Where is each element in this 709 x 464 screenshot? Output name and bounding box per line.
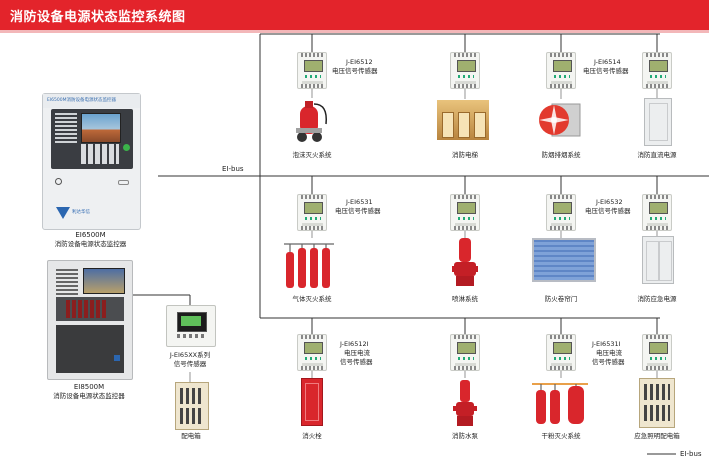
distribution-box-label: 配电箱 bbox=[181, 432, 201, 440]
dc-power-cabinet-icon bbox=[644, 98, 672, 146]
lock-icon bbox=[55, 178, 62, 185]
equipment-label: 消防直流电源 bbox=[637, 151, 677, 159]
sensor-type-label: 信号传感器 bbox=[592, 358, 625, 366]
equipment-label: 消防应急电源 bbox=[637, 295, 677, 303]
sensor-model-label: J-EI6531I bbox=[592, 340, 621, 348]
gas-cylinders-icon bbox=[284, 243, 334, 288]
brand-name: 利达华信 bbox=[72, 210, 90, 215]
sensor-model-label: J-EI6514 bbox=[594, 58, 621, 66]
breaker-row-bottom bbox=[180, 408, 204, 424]
sensor-module bbox=[546, 52, 576, 89]
equipment-label: 消火栓 bbox=[302, 432, 322, 440]
sensor-module bbox=[450, 334, 480, 371]
sprinkler-pump-icon bbox=[452, 238, 478, 286]
equipment-label: 干粉灭火系统 bbox=[541, 432, 581, 440]
equipment-label: 消防水泵 bbox=[452, 432, 478, 440]
sensor-type-label: 信号传感器 bbox=[340, 358, 373, 366]
j-ei65xx-model: J-EI65XX系列 bbox=[169, 351, 211, 359]
ei8500m-monitor bbox=[47, 260, 133, 380]
power-indicator bbox=[123, 144, 130, 151]
ei6500m-monitor: EI6500M消防设备电源状态监控器 利达华信 bbox=[42, 93, 141, 230]
sensor-buttons bbox=[177, 334, 205, 338]
emergency-power-cabinet-icon bbox=[642, 236, 674, 284]
sensor-screen-display bbox=[181, 316, 201, 326]
title-underline bbox=[0, 30, 709, 33]
emergency-lighting-box-icon bbox=[639, 378, 675, 428]
sensor-module bbox=[450, 194, 480, 231]
equipment-label: 泡沫灭火系统 bbox=[292, 151, 332, 159]
sensor-module bbox=[297, 52, 327, 89]
key-slot bbox=[118, 180, 129, 185]
sensor-type-label: 电压电流 bbox=[344, 349, 370, 357]
page-title: 消防设备电源状态监控系统图 bbox=[10, 10, 186, 25]
sensor-module bbox=[546, 334, 576, 371]
sensor-module bbox=[642, 194, 672, 231]
equipment-label: 消防电梯 bbox=[452, 151, 478, 159]
breaker-row-top bbox=[180, 388, 204, 404]
monitor-lcd-screen bbox=[81, 113, 121, 143]
equipment-label: 气体灭火系统 bbox=[292, 295, 332, 303]
elevator-icon bbox=[437, 100, 489, 140]
sensor-type-label: 电压信号传感器 bbox=[332, 67, 378, 75]
sensor-model-label: J-EI6532 bbox=[596, 198, 623, 206]
equipment-label: 喷淋系统 bbox=[452, 295, 478, 303]
sensor-module bbox=[546, 194, 576, 231]
sensor-type-label: 电压信号传感器 bbox=[583, 67, 629, 75]
sensor-module bbox=[297, 334, 327, 371]
legend-label: EI-bus bbox=[680, 450, 702, 458]
bus-label: EI-bus bbox=[222, 165, 244, 173]
sensor-model-label: J-EI6512 bbox=[346, 58, 373, 66]
sensor-type-label: 电压电流 bbox=[596, 349, 622, 357]
monitor-panel-caption: EI6500M消防设备电源状态监控器 bbox=[47, 98, 117, 103]
sensor-model-label: J-EI6531 bbox=[346, 198, 373, 206]
cabinet-logo bbox=[114, 355, 120, 361]
cabinet-display bbox=[83, 268, 125, 294]
sensor-module bbox=[450, 52, 480, 89]
cabinet-lower-panel bbox=[56, 325, 124, 373]
sensor-type-label: 电压信号传感器 bbox=[335, 207, 381, 215]
cabinet-led-panel bbox=[56, 267, 78, 295]
monitor-header-band bbox=[43, 94, 140, 108]
equipment-label: 防火卷帘门 bbox=[544, 295, 578, 303]
distribution-box bbox=[175, 382, 209, 430]
title-bar bbox=[0, 0, 709, 30]
sensor-module bbox=[297, 194, 327, 231]
sensor-module bbox=[642, 52, 672, 89]
ei8500m-model: EI8500M bbox=[73, 383, 105, 391]
sensor-type-label: 电压信号传感器 bbox=[585, 207, 631, 215]
equipment-label: 防烟排烟系统 bbox=[541, 151, 581, 159]
dry-powder-system-icon bbox=[532, 383, 588, 424]
sensor-model-label: J-EI6512I bbox=[340, 340, 369, 348]
j-ei65xx-sensor bbox=[166, 305, 216, 347]
hydrant-cabinet-icon bbox=[301, 378, 323, 426]
j-ei65xx-type: 信号传感器 bbox=[173, 360, 207, 368]
indicator-led-column bbox=[55, 113, 77, 143]
foam-extinguisher-icon bbox=[296, 101, 327, 142]
brand-logo bbox=[56, 207, 70, 219]
monitor-keypad bbox=[81, 144, 119, 164]
exhaust-fan-icon bbox=[539, 103, 581, 137]
fire-water-pump-icon bbox=[453, 380, 477, 426]
ei6500m-name: 消防设备电源状态监控器 bbox=[54, 240, 127, 248]
sensor-module bbox=[642, 334, 672, 371]
fire-shutter-icon bbox=[532, 238, 596, 282]
ei8500m-name: 消防设备电源状态监控器 bbox=[53, 392, 125, 400]
cabinet-buttons bbox=[66, 300, 106, 318]
equipment-label: 应急照明配电箱 bbox=[634, 432, 680, 440]
ei6500m-model: EI6500M bbox=[75, 231, 106, 239]
